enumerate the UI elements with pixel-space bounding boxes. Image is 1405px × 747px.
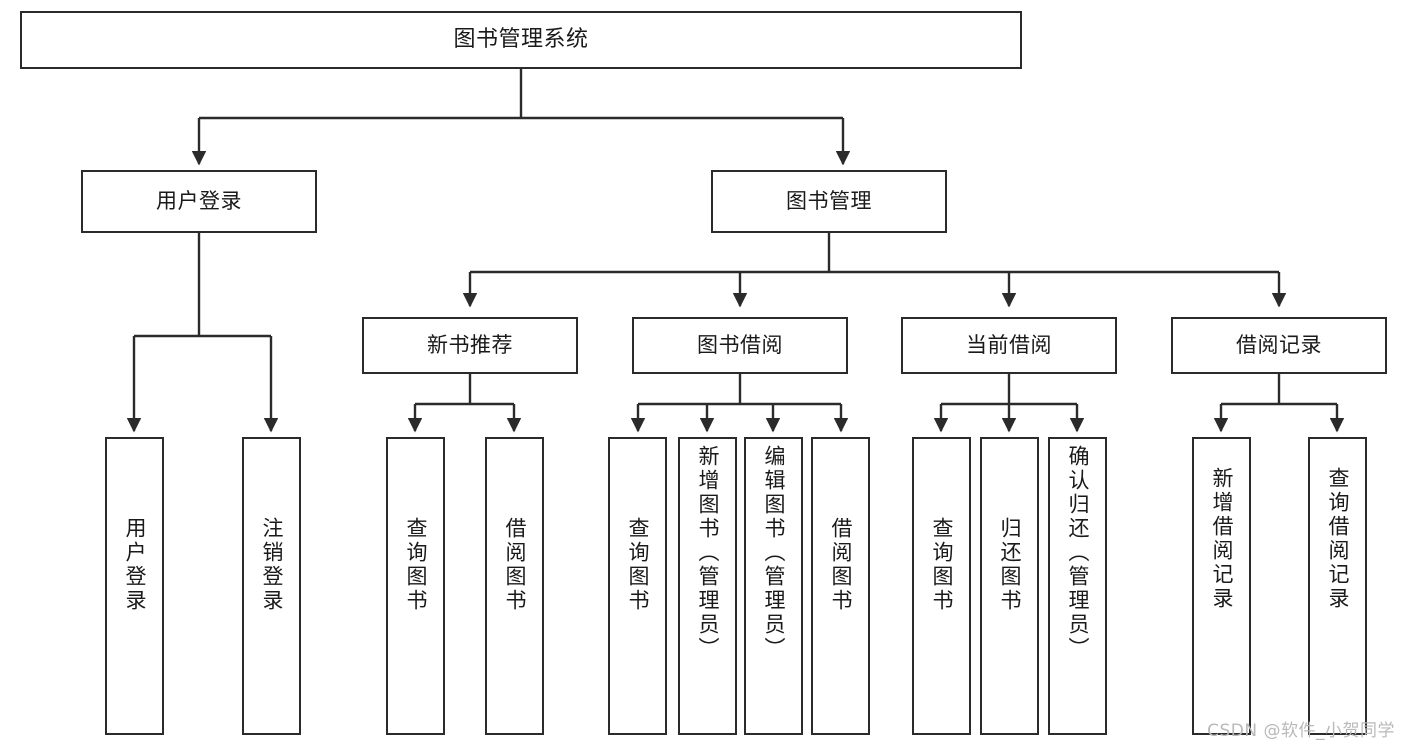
node-leaf-add-record[interactable]: 新增借阅记录 xyxy=(1192,437,1251,735)
node-book-management[interactable]: 图书管理 xyxy=(711,170,947,233)
node-leaf-borrow-book-1-label: 借阅图书 xyxy=(503,517,527,613)
node-user-login[interactable]: 用户登录 xyxy=(81,170,317,233)
node-current-borrow-label: 当前借阅 xyxy=(966,333,1052,358)
node-book-borrow[interactable]: 图书借阅 xyxy=(632,317,848,374)
node-leaf-edit-book-label: 编辑图书（管理员） xyxy=(762,445,786,661)
node-current-borrow[interactable]: 当前借阅 xyxy=(901,317,1117,374)
node-leaf-borrow-book-2-label: 借阅图书 xyxy=(829,517,853,613)
node-root-label: 图书管理系统 xyxy=(453,27,589,53)
node-leaf-query-book-2-label: 查询图书 xyxy=(626,517,650,613)
node-book-management-label: 图书管理 xyxy=(786,189,872,214)
node-leaf-query-record-label: 查询借阅记录 xyxy=(1326,467,1350,611)
node-leaf-user-login-label: 用户登录 xyxy=(123,517,147,613)
node-leaf-add-book[interactable]: 新增图书（管理员） xyxy=(678,437,737,735)
node-leaf-add-record-label: 新增借阅记录 xyxy=(1210,467,1234,611)
node-user-login-label: 用户登录 xyxy=(156,189,242,214)
node-leaf-return-book-label: 归还图书 xyxy=(998,517,1022,613)
node-leaf-return-book[interactable]: 归还图书 xyxy=(980,437,1039,735)
node-leaf-edit-book[interactable]: 编辑图书（管理员） xyxy=(744,437,803,735)
node-borrow-record[interactable]: 借阅记录 xyxy=(1171,317,1387,374)
node-leaf-borrow-book-2[interactable]: 借阅图书 xyxy=(811,437,870,735)
node-leaf-query-book-1-label: 查询图书 xyxy=(404,517,428,613)
node-leaf-user-login[interactable]: 用户登录 xyxy=(105,437,164,735)
watermark-text: CSDN @软件_小贺同学 xyxy=(1207,721,1395,741)
node-leaf-query-book-3-label: 查询图书 xyxy=(930,517,954,613)
node-borrow-record-label: 借阅记录 xyxy=(1236,333,1322,358)
node-leaf-confirm-return-label: 确认归还（管理员） xyxy=(1066,445,1090,661)
node-leaf-query-record[interactable]: 查询借阅记录 xyxy=(1308,437,1367,735)
node-leaf-user-logout-label: 注销登录 xyxy=(260,517,284,613)
node-leaf-query-book-1[interactable]: 查询图书 xyxy=(386,437,445,735)
node-root[interactable]: 图书管理系统 xyxy=(20,11,1022,69)
node-new-book-recommend[interactable]: 新书推荐 xyxy=(362,317,578,374)
node-leaf-query-book-3[interactable]: 查询图书 xyxy=(912,437,971,735)
node-new-book-recommend-label: 新书推荐 xyxy=(427,333,513,358)
node-leaf-query-book-2[interactable]: 查询图书 xyxy=(608,437,667,735)
node-leaf-user-logout[interactable]: 注销登录 xyxy=(242,437,301,735)
node-leaf-borrow-book-1[interactable]: 借阅图书 xyxy=(485,437,544,735)
node-leaf-add-book-label: 新增图书（管理员） xyxy=(696,445,720,661)
node-leaf-confirm-return[interactable]: 确认归还（管理员） xyxy=(1048,437,1107,735)
node-book-borrow-label: 图书借阅 xyxy=(697,333,783,358)
